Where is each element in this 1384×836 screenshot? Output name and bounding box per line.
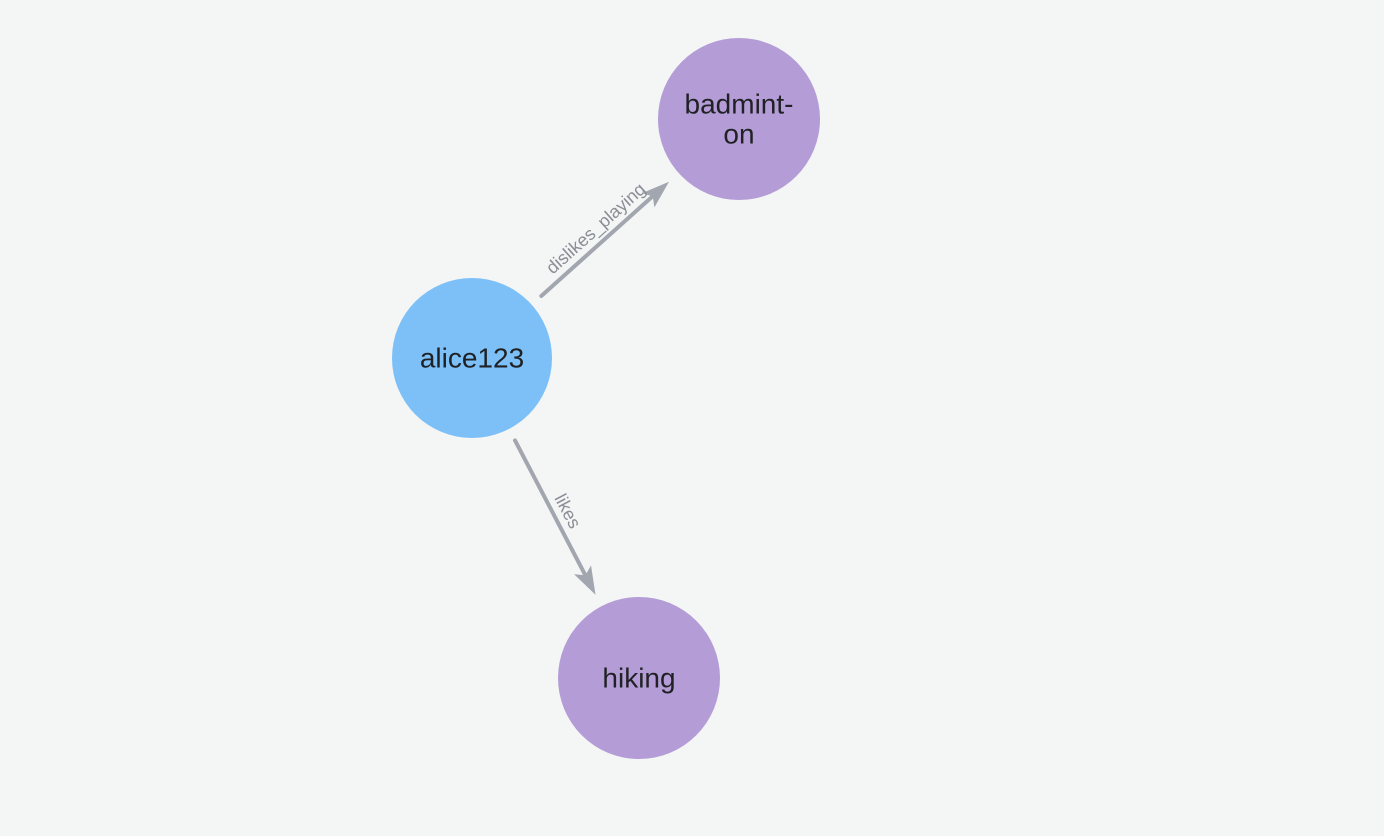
edge-likes-label[interactable]: likes [551,491,585,532]
edge-dislikes-playing: dislikes_playing [539,179,669,298]
node-badminton: badmint-on [658,38,820,200]
node-alice123-circle[interactable] [392,278,552,438]
node-badminton-circle[interactable] [658,38,820,200]
edge-dislikes-playing-label[interactable]: dislikes_playing [542,179,650,279]
node-hiking: hiking [558,597,720,759]
node-alice123: alice123 [392,278,552,438]
edge-likes-line[interactable] [513,438,589,580]
edge-likes: likes [513,438,596,595]
node-hiking-circle[interactable] [558,597,720,759]
edge-dislikes-playing-line[interactable] [539,192,657,298]
edge-dislikes-playing-arrowhead-icon [641,181,669,208]
edge-likes-arrowhead-icon [574,565,596,595]
nodes-layer: alice123 badmint-on hiking [392,38,820,759]
